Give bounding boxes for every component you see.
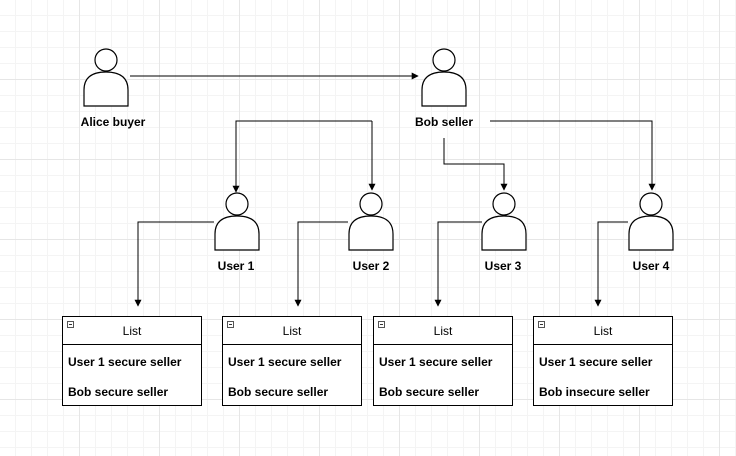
list-item[interactable]: Bob insecure seller (539, 385, 650, 399)
edge-user3-to-list3 (434, 221, 482, 307)
actor-label-user3: User 3 (484, 259, 522, 273)
person-icon (628, 192, 674, 251)
edge-user1-to-list1 (134, 221, 214, 307)
edge-bob-to-user3 (443, 138, 508, 191)
collapse-icon[interactable] (378, 321, 385, 328)
person-icon (348, 192, 394, 251)
actor-user4[interactable] (627, 190, 675, 257)
actor-user2[interactable] (347, 190, 395, 257)
edge-user2-to-list2 (294, 221, 348, 307)
list-item[interactable]: User 1 secure seller (539, 355, 653, 369)
list-box-3[interactable]: List User 1 secure seller Bob secure sel… (373, 316, 513, 406)
actor-label-user2: User 2 (352, 259, 390, 273)
person-icon (214, 192, 260, 251)
list-header: List (374, 317, 512, 345)
edge-user4-to-list4 (594, 221, 628, 307)
actor-bob[interactable] (420, 46, 468, 113)
edge-bob-to-user1 (232, 120, 372, 193)
list-box-2[interactable]: List User 1 secure seller Bob secure sel… (222, 316, 362, 406)
person-icon (481, 192, 527, 251)
person-icon (421, 48, 467, 107)
actor-user1[interactable] (213, 190, 261, 257)
list-title: List (282, 324, 302, 338)
edge-bob-to-user4 (490, 120, 656, 191)
list-title: List (593, 324, 613, 338)
list-item[interactable]: Bob secure seller (68, 385, 169, 399)
list-box-4[interactable]: List User 1 secure seller Bob insecure s… (533, 316, 673, 406)
actor-label-bob: Bob seller (414, 115, 474, 129)
actor-label-user4: User 4 (632, 259, 670, 273)
list-header: List (223, 317, 361, 345)
actor-label-alice: Alice buyer (80, 115, 146, 129)
actor-alice[interactable] (82, 46, 130, 113)
actor-user3[interactable] (480, 190, 528, 257)
collapse-icon[interactable] (227, 321, 234, 328)
collapse-icon[interactable] (67, 321, 74, 328)
list-box-1[interactable]: List User 1 secure seller Bob secure sel… (62, 316, 202, 406)
list-title: List (433, 324, 453, 338)
collapse-icon[interactable] (538, 321, 545, 328)
list-item[interactable]: User 1 secure seller (228, 355, 342, 369)
list-item[interactable]: User 1 secure seller (68, 355, 182, 369)
list-item[interactable]: Bob secure seller (228, 385, 329, 399)
list-item[interactable]: User 1 secure seller (379, 355, 493, 369)
actor-label-user1: User 1 (217, 259, 255, 273)
list-item[interactable]: Bob secure seller (379, 385, 480, 399)
list-header: List (63, 317, 201, 345)
list-header: List (534, 317, 672, 345)
list-title: List (122, 324, 142, 338)
person-icon (83, 48, 129, 107)
